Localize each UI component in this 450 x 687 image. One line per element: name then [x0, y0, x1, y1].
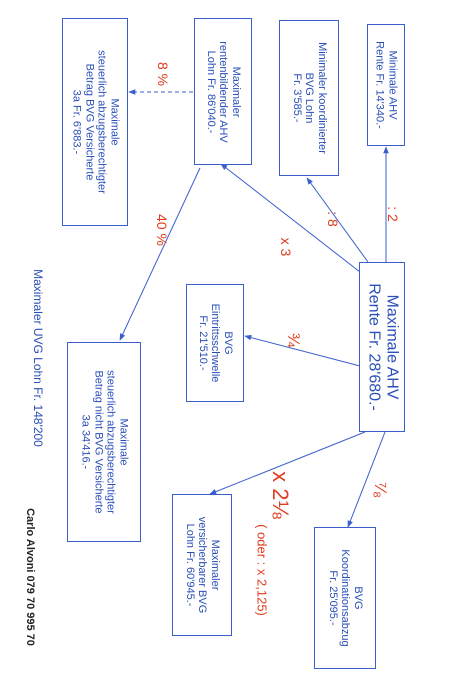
box-koordabzug: BVG Koordinationsabzug Fr. 25'095.-: [314, 527, 376, 669]
box-min-koord: Minimaler koordinierter BVG Lohn Fr. 3'5…: [279, 20, 339, 176]
label-div8: : 8: [325, 211, 341, 227]
author-credit: Carlo Alvoni 079 70 995 70: [24, 508, 36, 646]
uvg-note: Maximaler UVG Lohn Fr. 148'200: [31, 269, 45, 447]
label-div2: : 2: [385, 206, 401, 222]
edge-ahv-to-rentenbild: [220, 163, 361, 273]
edge-ahv-to-koordabzug: [347, 431, 386, 528]
label-p8: 8 %: [155, 61, 171, 87]
box-min-ahv: Minimale AHV Rente Fr. 14'340.-: [367, 24, 405, 146]
box-max-3a-bvg: Maximale steuerlich abzugsberechtigter B…: [62, 18, 128, 226]
label-oder: ( oder : x 2,125): [254, 524, 270, 616]
label-x2-1-8: x 2⅛: [268, 471, 293, 519]
box-eintritt: BVG Eintrittsschwelle Fr. 21'510.-: [186, 284, 244, 402]
box-max-ahv: Maximale AHV Rente Fr. 28'680.-: [359, 262, 405, 432]
label-x3: x 3: [278, 237, 294, 257]
box-max-3a-nicht: Maximale steuerlich abzugsberechtigter B…: [67, 342, 141, 542]
edge-ahv-to-min-koord: [306, 177, 369, 263]
box-versichert: Maximaler versicherbarer BVG Lohn Fr. 60…: [172, 494, 232, 636]
edge-ahv-to-eintritt: [244, 334, 361, 367]
edge-ahv-to-versichert: [209, 431, 366, 495]
box-rentenbild: Maximaler rentenbildender AHV Lohn Fr. 8…: [194, 18, 252, 165]
label-seven-eighths: ⁷⁄₈: [371, 481, 390, 499]
label-p40: 40 %: [154, 214, 170, 246]
edge-rentenbild-to-max3a-nicht: [119, 167, 201, 341]
label-three-quarters: ¾: [284, 332, 303, 348]
